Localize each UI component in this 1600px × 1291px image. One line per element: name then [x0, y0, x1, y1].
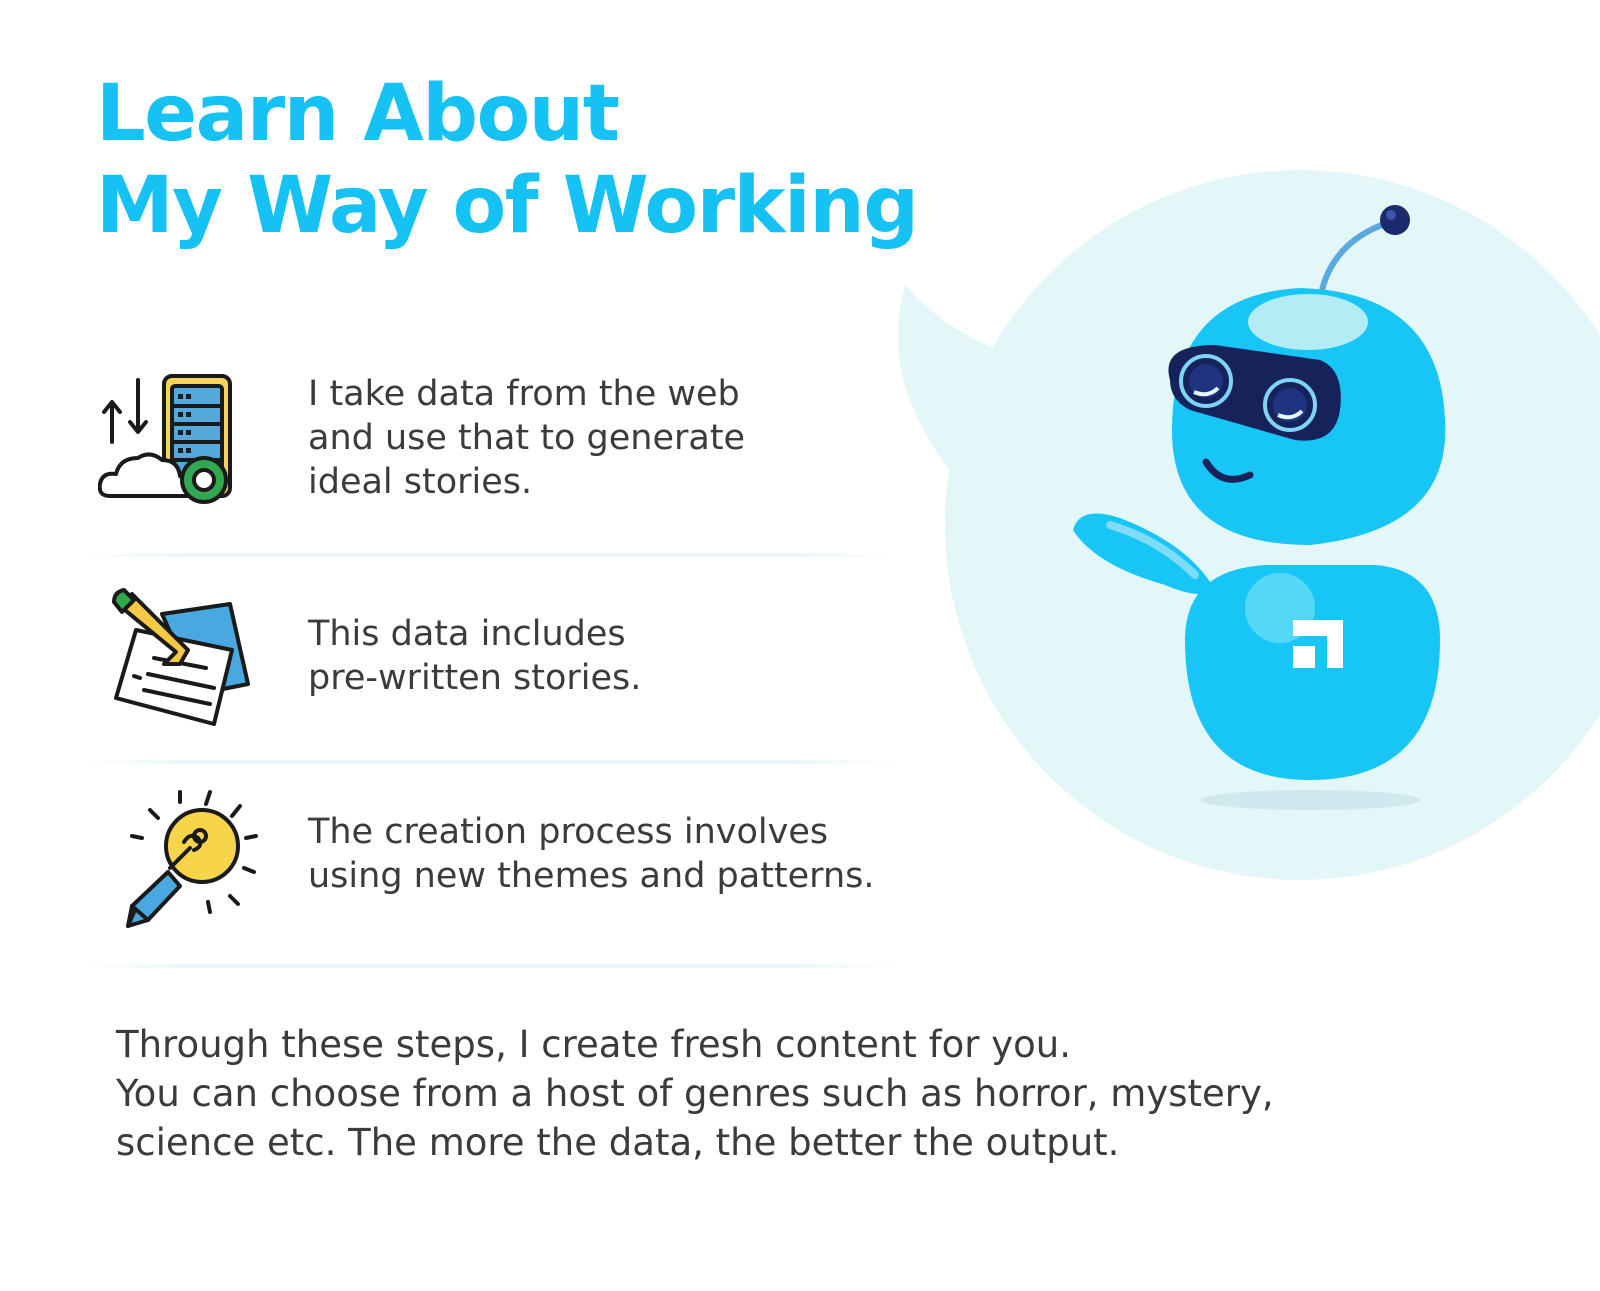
title-line-2: My Way of Working — [96, 161, 919, 251]
lightbulb-pencil-icon — [126, 790, 258, 928]
divider — [80, 964, 900, 968]
title-line-1: Learn About — [96, 69, 620, 159]
robot-smile — [1202, 458, 1254, 483]
step-text-3: The creation process involves using new … — [308, 812, 875, 896]
logo-icon — [1293, 620, 1343, 668]
divider — [80, 553, 900, 557]
robot-shadow — [1200, 790, 1420, 810]
step-text-2: This data includes pre-written stories. — [308, 614, 642, 698]
robot-head — [1168, 288, 1446, 545]
robot-body — [1073, 513, 1440, 780]
data-server-cloud-icon — [98, 374, 232, 504]
closing-paragraph: Through these steps, I create fresh cont… — [116, 1023, 1274, 1164]
page-title: Learn About My Way of Working — [96, 68, 919, 252]
divider — [80, 760, 900, 764]
robot-arm — [1073, 513, 1215, 594]
robot-antenna — [1319, 219, 1391, 291]
notepad-pencil-icon — [112, 588, 250, 726]
antenna-ball — [1380, 205, 1410, 235]
step-text-1: I take data from the web and use that to… — [308, 374, 746, 502]
